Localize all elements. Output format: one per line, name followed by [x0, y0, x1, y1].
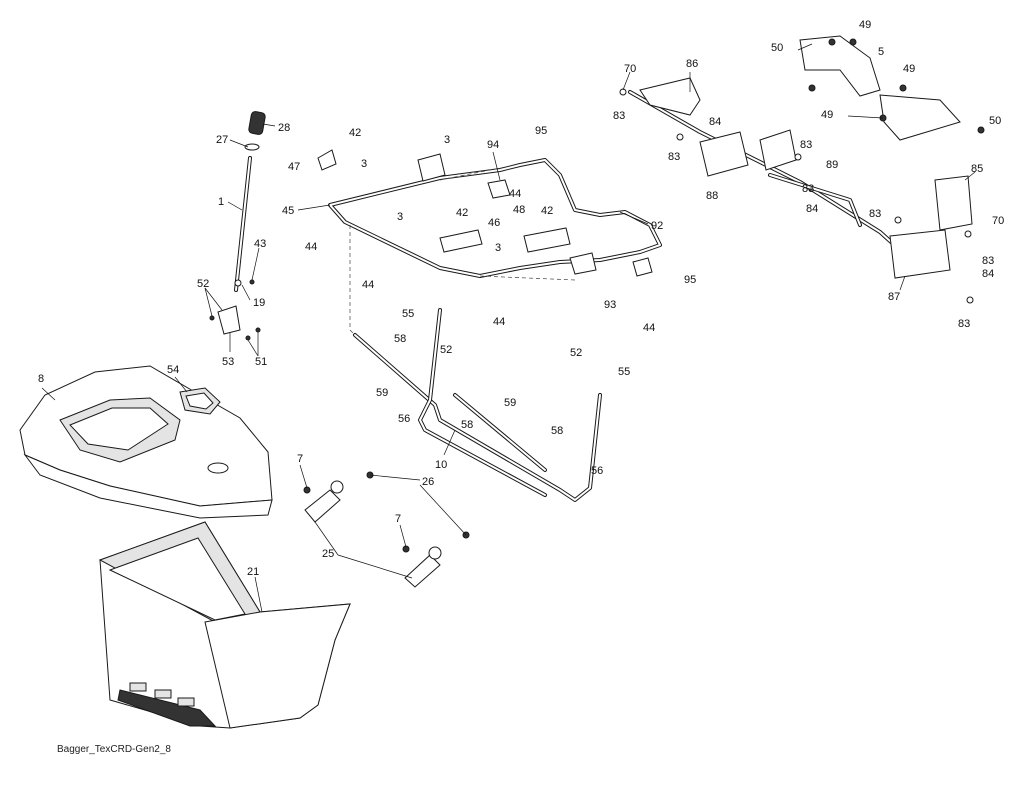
callout-52: 52 [440, 344, 452, 356]
callout-42: 42 [456, 207, 468, 219]
callout-46: 46 [488, 217, 500, 229]
upper-frame-part-45 [297, 149, 662, 330]
spring-assembly-part-25 [299, 464, 470, 588]
callout-95: 95 [684, 274, 696, 286]
callout-1: 1 [218, 196, 224, 208]
mounting-rail-part-89 [619, 35, 985, 304]
callout-83: 83 [869, 208, 881, 220]
callout-3: 3 [361, 158, 367, 170]
callout-89: 89 [826, 159, 838, 171]
callout-47: 47 [288, 161, 300, 173]
callout-21: 21 [247, 566, 259, 578]
callout-44: 44 [493, 316, 505, 328]
callout-42: 42 [349, 127, 361, 139]
callout-70: 70 [624, 63, 636, 75]
callout-25: 25 [322, 548, 334, 560]
drawing-caption: Bagger_TexCRD-Gen2_8 [57, 744, 171, 755]
callout-51: 51 [255, 356, 267, 368]
callout-87: 87 [888, 291, 900, 303]
handle-part-54 [174, 376, 221, 415]
callout-49: 49 [903, 63, 915, 75]
callout-19: 19 [253, 297, 265, 309]
callout-3: 3 [397, 211, 403, 223]
bagger-cover-part-8 [19, 365, 273, 519]
lift-handle-assembly-part-1 [204, 111, 276, 357]
callout-85: 85 [971, 163, 983, 175]
callout-95: 95 [535, 125, 547, 137]
callout-50: 50 [989, 115, 1001, 127]
callout-83: 83 [958, 318, 970, 330]
callout-49: 49 [821, 109, 833, 121]
callout-43: 43 [254, 238, 266, 250]
grass-bag-part-21 [98, 521, 351, 729]
callout-84: 84 [806, 203, 818, 215]
callout-94: 94 [487, 139, 499, 151]
callout-83: 83 [982, 255, 994, 267]
callout-92: 92 [651, 220, 663, 232]
callout-58: 58 [461, 419, 473, 431]
lower-frame-part-10 [349, 308, 602, 502]
callout-83: 83 [800, 139, 812, 151]
callout-28: 28 [278, 122, 290, 134]
callout-3: 3 [495, 242, 501, 254]
callout-7: 7 [297, 453, 303, 465]
callout-52: 52 [197, 278, 209, 290]
callout-50: 50 [771, 42, 783, 54]
callout-56: 56 [398, 413, 410, 425]
callout-26: 26 [422, 476, 434, 488]
callout-88: 88 [706, 190, 718, 202]
callout-3: 3 [444, 134, 450, 146]
callout-83: 83 [613, 110, 625, 122]
callout-10: 10 [435, 459, 447, 471]
callout-56: 56 [591, 465, 603, 477]
callout-5: 5 [878, 46, 884, 58]
callout-84: 84 [982, 268, 994, 280]
callout-48: 48 [513, 204, 525, 216]
callout-86: 86 [686, 58, 698, 70]
callout-59: 59 [504, 397, 516, 409]
callout-70: 70 [992, 215, 1004, 227]
callout-54: 54 [167, 364, 179, 376]
callout-44: 44 [362, 279, 374, 291]
callout-58: 58 [394, 333, 406, 345]
callout-45: 45 [282, 205, 294, 217]
callout-53: 53 [222, 356, 234, 368]
callout-93: 93 [604, 299, 616, 311]
callout-8: 8 [38, 373, 44, 385]
callout-44: 44 [305, 241, 317, 253]
callout-83: 83 [802, 183, 814, 195]
callout-27: 27 [216, 134, 228, 146]
callout-7: 7 [395, 513, 401, 525]
callout-84: 84 [709, 116, 721, 128]
callout-44: 44 [643, 322, 655, 334]
callout-55: 55 [402, 308, 414, 320]
callout-42: 42 [541, 205, 553, 217]
callout-58: 58 [551, 425, 563, 437]
callout-55: 55 [618, 366, 630, 378]
callout-52: 52 [570, 347, 582, 359]
callout-49: 49 [859, 19, 871, 31]
callout-83: 83 [668, 151, 680, 163]
callout-labels: 49 50 5 49 49 50 70 86 83 84 83 88 83 89… [38, 19, 1004, 578]
callout-44: 44 [509, 188, 521, 200]
callout-59: 59 [376, 387, 388, 399]
